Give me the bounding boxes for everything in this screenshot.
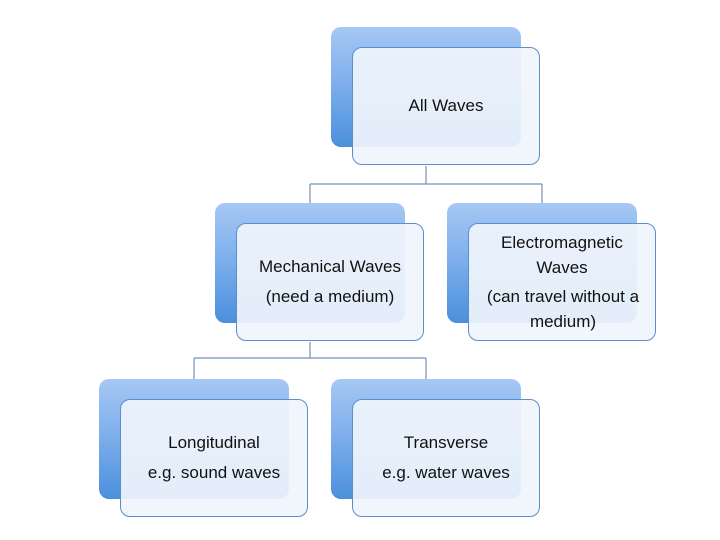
node-title: Transverse [403, 433, 489, 452]
node-box: Transverse e.g. water waves [352, 399, 540, 517]
node-box: Longitudinal e.g. sound waves [120, 399, 308, 517]
node-title: Mechanical Waves [258, 257, 402, 276]
node-note: (need a medium) [265, 287, 395, 306]
node-title: Electromagnetic Waves [501, 233, 623, 277]
node-box: All Waves [352, 47, 540, 165]
node-box: Mechanical Waves (need a medium) [236, 223, 424, 341]
connector-all-waves-to-children [309, 166, 543, 222]
node-title: Longitudinal [168, 433, 260, 452]
connector-mechanical-to-children [193, 342, 427, 398]
node-note: (can travel without a medium) [486, 287, 640, 331]
node-box: Electromagnetic Waves (can travel withou… [468, 223, 656, 341]
node-title: All Waves [408, 96, 484, 115]
node-example: e.g. water waves [382, 463, 510, 482]
node-example: e.g. sound waves [147, 463, 281, 482]
